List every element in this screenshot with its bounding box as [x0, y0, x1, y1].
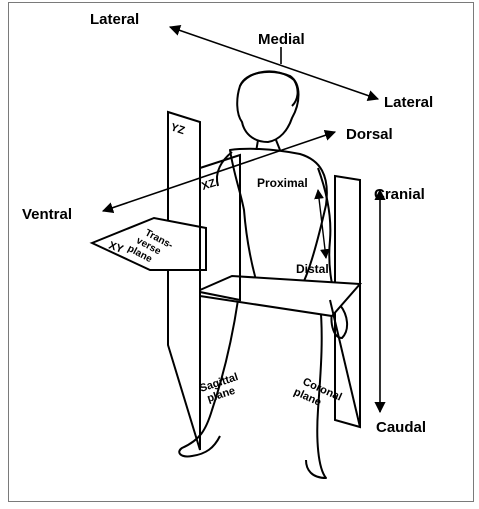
label-dorsal: Dorsal — [346, 126, 393, 143]
label-proximal: Proximal — [257, 176, 308, 190]
label-distal: Distal — [296, 262, 329, 276]
sagittal-plane — [168, 112, 200, 450]
label-medial: Medial — [258, 31, 305, 48]
label-lateral-left: Lateral — [90, 11, 139, 28]
label-sagittal-plane: Sagittal plane — [198, 371, 243, 406]
label-plane-xz: XZ — [200, 177, 217, 193]
label-ventral: Ventral — [22, 206, 72, 223]
label-caudal: Caudal — [376, 419, 426, 436]
label-lateral-right: Lateral — [384, 94, 433, 111]
label-cranial: Cranial — [374, 186, 425, 203]
